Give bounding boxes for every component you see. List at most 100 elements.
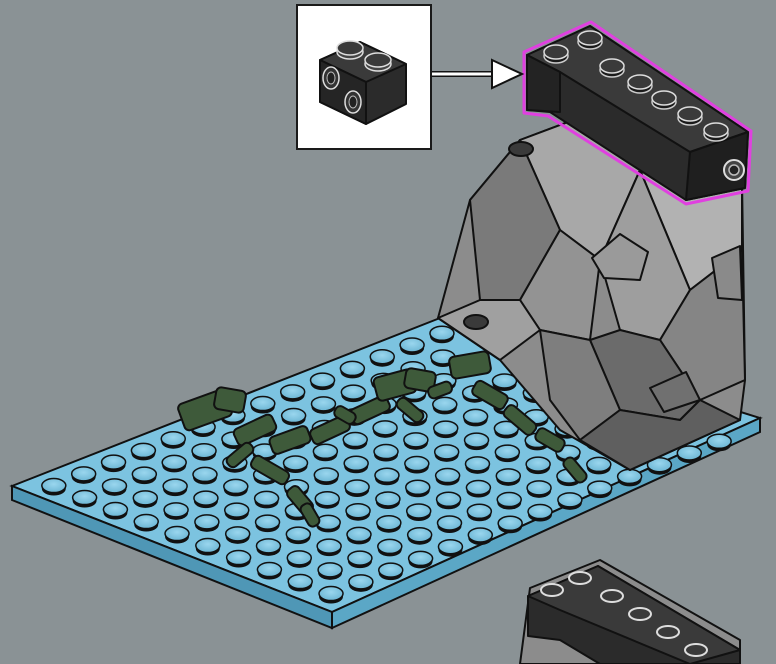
stud bbox=[255, 491, 279, 505]
stud bbox=[288, 575, 312, 589]
stud bbox=[341, 385, 365, 399]
stud bbox=[192, 444, 216, 458]
brick-stud bbox=[628, 75, 652, 89]
stud bbox=[467, 504, 491, 518]
parts-callout bbox=[296, 4, 432, 150]
stud bbox=[340, 361, 364, 375]
stud bbox=[707, 434, 731, 448]
next-step-preview bbox=[520, 560, 740, 664]
stud bbox=[376, 492, 400, 506]
stud bbox=[194, 491, 218, 505]
brick-1x2-with-side-studs-icon bbox=[298, 6, 430, 148]
stud bbox=[405, 457, 429, 471]
stud bbox=[102, 455, 126, 469]
stud bbox=[497, 493, 521, 507]
stud bbox=[558, 493, 582, 507]
stud bbox=[375, 468, 399, 482]
stud bbox=[195, 515, 219, 529]
stud bbox=[400, 338, 424, 352]
stud bbox=[374, 445, 398, 459]
stud bbox=[377, 516, 401, 530]
stud bbox=[618, 469, 642, 483]
stud bbox=[319, 587, 343, 601]
creature-segment bbox=[213, 387, 246, 414]
stud bbox=[344, 456, 368, 470]
stud bbox=[587, 457, 611, 471]
stud bbox=[466, 481, 490, 495]
stud bbox=[404, 433, 428, 447]
stud bbox=[434, 421, 458, 435]
stud bbox=[256, 539, 280, 553]
stud bbox=[345, 480, 369, 494]
stud bbox=[438, 540, 462, 554]
stud bbox=[287, 551, 311, 565]
stud bbox=[225, 503, 249, 517]
stud bbox=[226, 527, 250, 541]
stud bbox=[465, 457, 489, 471]
stud bbox=[349, 575, 373, 589]
stud bbox=[370, 350, 394, 364]
brick-stud bbox=[600, 59, 624, 73]
stud bbox=[498, 516, 522, 530]
stud bbox=[133, 491, 157, 505]
stud bbox=[527, 481, 551, 495]
brick-stud bbox=[578, 31, 602, 45]
stud bbox=[468, 528, 492, 542]
brick-stud bbox=[652, 91, 676, 105]
stud bbox=[346, 504, 370, 518]
stud bbox=[311, 397, 335, 411]
stud bbox=[347, 527, 371, 541]
stud bbox=[407, 504, 431, 518]
stud bbox=[317, 539, 341, 553]
brick-stud bbox=[544, 45, 568, 59]
stud bbox=[165, 527, 189, 541]
stud bbox=[131, 443, 155, 457]
stud bbox=[436, 469, 460, 483]
stud bbox=[257, 563, 281, 577]
stud bbox=[528, 505, 552, 519]
stud bbox=[378, 539, 402, 553]
stud bbox=[406, 480, 430, 494]
stud bbox=[588, 481, 612, 495]
stud bbox=[314, 468, 338, 482]
brick-stud bbox=[678, 107, 702, 121]
stud bbox=[72, 467, 96, 481]
stud bbox=[132, 467, 156, 481]
stud bbox=[343, 433, 367, 447]
stud bbox=[251, 397, 275, 411]
arrow-right-icon bbox=[432, 60, 522, 88]
stud bbox=[313, 444, 337, 458]
stud bbox=[227, 551, 251, 565]
stud bbox=[161, 432, 185, 446]
stud bbox=[162, 455, 186, 469]
stud bbox=[282, 409, 306, 423]
stud bbox=[495, 445, 519, 459]
stud bbox=[134, 515, 158, 529]
stud bbox=[379, 563, 403, 577]
stud bbox=[496, 469, 520, 483]
side-stud-icon bbox=[724, 160, 744, 180]
stud bbox=[408, 528, 432, 542]
stud bbox=[311, 373, 335, 387]
stud bbox=[102, 479, 126, 493]
stud bbox=[430, 326, 454, 340]
brick-stud bbox=[704, 123, 728, 137]
stud bbox=[164, 503, 188, 517]
stud bbox=[465, 433, 489, 447]
stud bbox=[73, 491, 97, 505]
stud bbox=[348, 551, 372, 565]
stud bbox=[163, 479, 187, 493]
stud bbox=[318, 563, 342, 577]
stud bbox=[464, 409, 488, 423]
stud bbox=[315, 492, 339, 506]
stud bbox=[373, 421, 397, 435]
stud bbox=[438, 516, 462, 530]
stud bbox=[256, 515, 280, 529]
stud bbox=[677, 446, 701, 460]
stud bbox=[196, 539, 220, 553]
stud bbox=[435, 445, 459, 459]
stud bbox=[224, 479, 248, 493]
stud bbox=[193, 467, 217, 481]
stud bbox=[409, 551, 433, 565]
